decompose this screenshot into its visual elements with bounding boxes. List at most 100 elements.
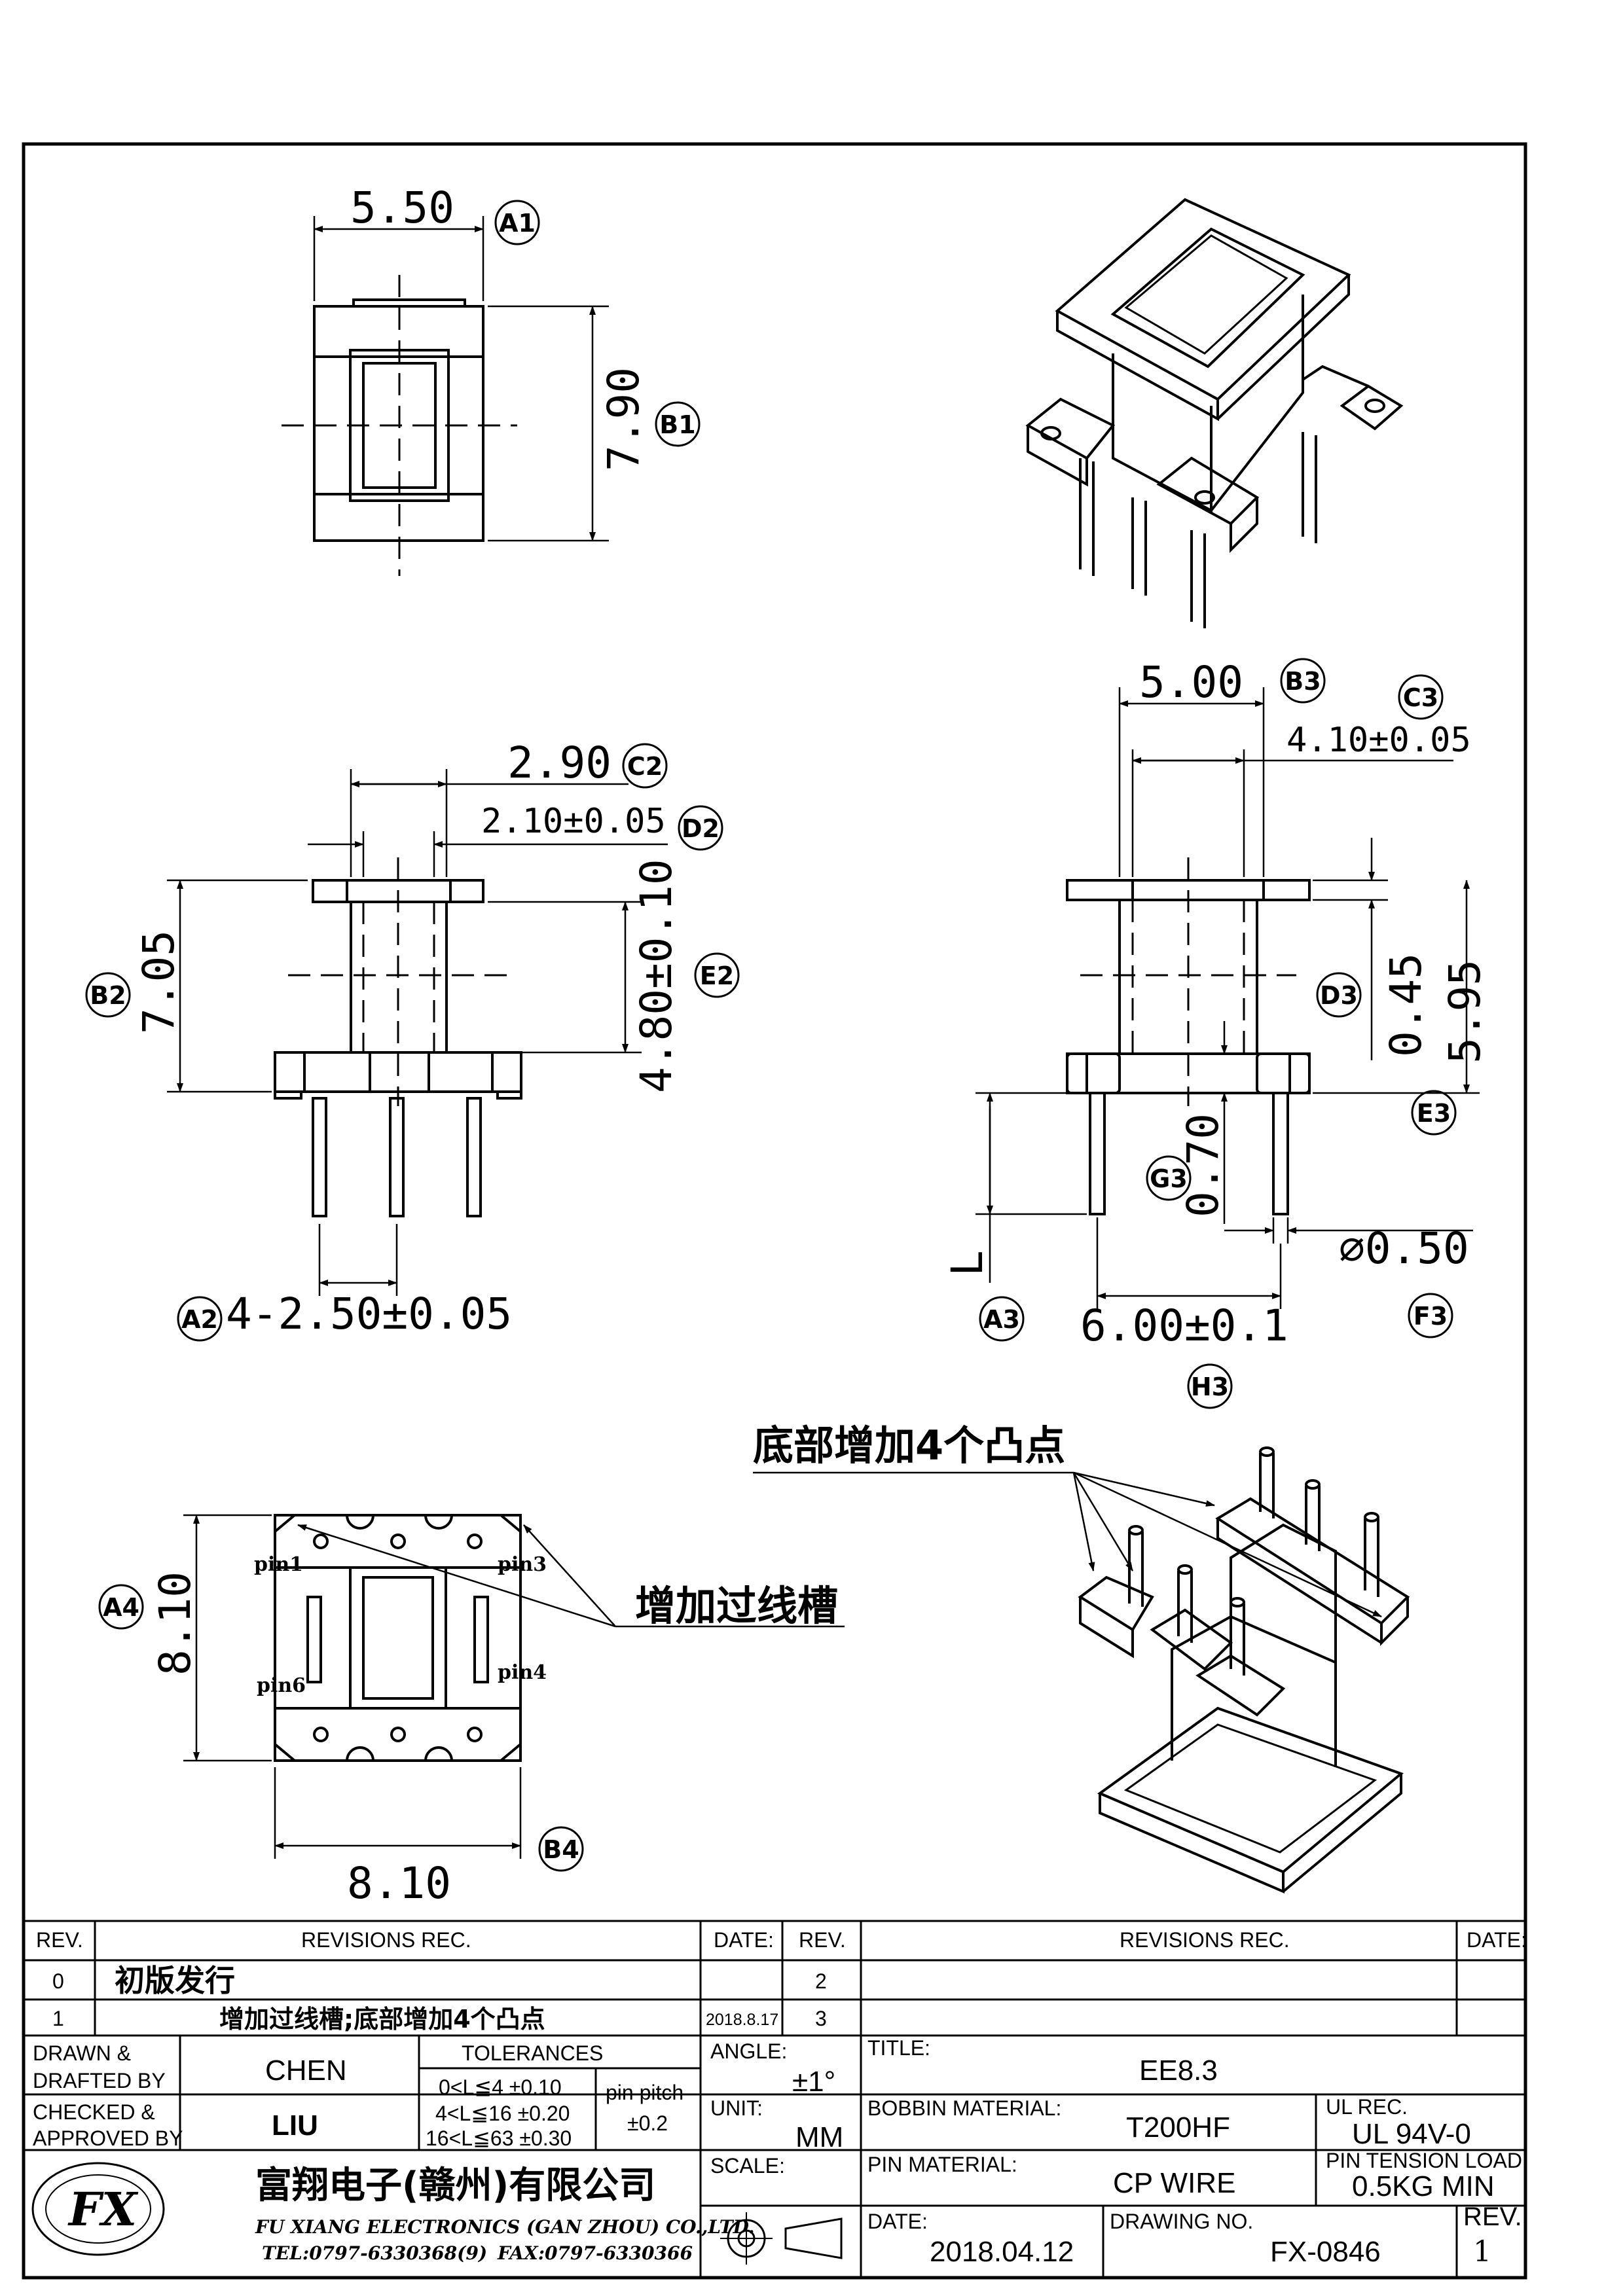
tb-drawn: CHEN <box>265 2054 347 2087</box>
tb-company-cn: 富翔电子(赣州)有限公司 <box>255 2164 655 2207</box>
tb-scale-label: SCALE: <box>710 2154 785 2178</box>
dim-right-g3: 0.70 <box>1178 1113 1228 1217</box>
tb-dwg: FX-0846 <box>1270 2236 1381 2268</box>
dim-bottom-width: 8.10 <box>347 1858 451 1909</box>
dim-top-height: 7.90 <box>598 367 649 471</box>
tb-tel: TEL:0797-6330368(9) <box>262 2242 487 2264</box>
tb-date: 2018.04.12 <box>930 2236 1074 2268</box>
tb-tol3: 16<L≦63 ±0.30 <box>426 2126 572 2150</box>
tb-drawn-label-2: DRAFTED BY <box>33 2069 166 2092</box>
tb-row1-rev: 1 <box>52 2007 64 2030</box>
bottom-view <box>183 1514 845 1859</box>
callout-g3: G3 <box>1150 1164 1188 1193</box>
tb-title-label: TITLE: <box>867 2036 930 2060</box>
tb-unit: MM <box>795 2121 843 2153</box>
tb-tension-label: PIN TENSION LOAD: <box>1326 2149 1528 2172</box>
tb-revisions-header: REVISIONS REC. <box>301 1928 471 1952</box>
dim-front-pitch: 4-2.50±0.05 <box>226 1289 512 1339</box>
dim-bottom-height: 8.10 <box>150 1571 200 1676</box>
tb-angle: ±1° <box>792 2066 835 2098</box>
dim-right-width: 5.00 <box>1139 657 1243 708</box>
tb-pin-pitch: pin pitch <box>606 2081 684 2104</box>
tb-row1-date: 2018.8.17 <box>706 2011 778 2029</box>
tb-fax: FAX:0797-6330366 <box>497 2242 693 2264</box>
callout-f3: F3 <box>1413 1302 1448 1331</box>
callout-c2: C2 <box>627 752 663 781</box>
tb-tolerances: TOLERANCES <box>462 2041 603 2065</box>
dim-right-pin-dia: ⌀0.50 <box>1339 1223 1469 1274</box>
tb-ul: UL 94V-0 <box>1352 2118 1471 2150</box>
tb-pinmat-label: PIN MATERIAL: <box>867 2153 1017 2176</box>
callout-a3: A3 <box>983 1305 1020 1334</box>
callout-d3: D3 <box>1320 981 1358 1010</box>
dim-front-width: 2.90 <box>507 738 611 788</box>
callout-a4: A4 <box>103 1593 139 1622</box>
callout-b1: B1 <box>659 410 695 439</box>
callout-b4: B4 <box>543 1835 579 1864</box>
tb-row0-rev: 0 <box>52 1969 64 1993</box>
callout-a2: A2 <box>181 1305 218 1334</box>
tb-pinmat: CP WIRE <box>1113 2167 1235 2199</box>
tb-row1-text: 增加过线槽;底部增加4个凸点 <box>219 2005 545 2034</box>
tb-bobbin-label: BOBBIN MATERIAL: <box>867 2096 1061 2120</box>
tb-unit-label: UNIT: <box>710 2096 763 2120</box>
dim-right-height: 5.95 <box>1440 960 1490 1064</box>
sheet-border <box>22 142 1527 2280</box>
tb-checked-label-2: APPROVED BY <box>33 2126 183 2150</box>
company-logo: FX <box>67 2182 139 2236</box>
top-view <box>282 216 609 576</box>
dim-right-l: L <box>942 1250 993 1276</box>
tb-tension: 0.5KG MIN <box>1352 2170 1495 2202</box>
tb-row0-text: 初版发行 <box>115 1963 235 1998</box>
tb-date-header: DATE: <box>714 1928 774 1952</box>
dim-front-inner: 2.10±0.05 <box>481 802 666 841</box>
note-bumps: 底部增加4个凸点 <box>753 1422 1065 1469</box>
side-view <box>976 687 1480 1309</box>
tb-tol1: 0<L≦4 ±0.10 <box>439 2075 562 2099</box>
tb-ul-label: UL REC. <box>1326 2095 1408 2119</box>
tb-row1-rev2: 3 <box>815 2007 827 2030</box>
label-pin6: pin6 <box>257 1674 306 1697</box>
callout-b2: B2 <box>90 981 126 1010</box>
tb-pin-pitch-tol: ±0.2 <box>627 2111 668 2135</box>
label-pin1: pin1 <box>254 1553 303 1576</box>
dim-front-window: 4.80±0.10 <box>631 859 682 1093</box>
tb-checked-label-1: CHECKED & <box>33 2100 155 2124</box>
callout-e2: E2 <box>700 961 734 990</box>
callout-b3: B3 <box>1285 667 1321 696</box>
tb-rev: 1 <box>1473 2235 1491 2269</box>
tb-revisions-header-2: REVISIONS REC. <box>1120 1928 1290 1952</box>
tb-rev-header-2: REV. <box>799 1928 846 1952</box>
dim-right-pin-span: 6.00±0.1 <box>1080 1300 1288 1351</box>
tb-bobbin: T200HF <box>1126 2111 1230 2144</box>
tb-row0-rev2: 2 <box>815 1969 827 1993</box>
label-pin4: pin4 <box>498 1661 547 1684</box>
iso-view-bottom <box>753 1446 1410 1894</box>
title-block <box>24 1920 1525 2278</box>
callout-a1: A1 <box>499 209 536 238</box>
callout-h3: H3 <box>1191 1372 1229 1401</box>
tb-dwg-label: DRAWING NO. <box>1110 2210 1253 2233</box>
tb-title: EE8.3 <box>1139 2054 1218 2087</box>
tb-drawn-label-1: DRAWN & <box>33 2041 131 2065</box>
callout-circles <box>85 200 1457 1872</box>
dim-right-inner: 4.10±0.05 <box>1286 721 1471 760</box>
tb-checked: LIU <box>272 2109 318 2142</box>
tb-tol2: 4<L≦16 ±0.20 <box>435 2102 570 2125</box>
dim-top-width: 5.50 <box>350 183 454 233</box>
dim-front-height: 7.05 <box>134 930 184 1034</box>
tb-rev-label: REV. <box>1463 2202 1522 2231</box>
dim-right-gap: 0.45 <box>1381 953 1431 1057</box>
callout-c3: C3 <box>1403 683 1438 712</box>
tb-company-en: FU XIANG ELECTRONICS (GAN ZHOU) CO.,LTD. <box>255 2216 755 2238</box>
iso-view-top <box>1025 198 1404 628</box>
front-view <box>167 769 668 1296</box>
callout-e3: E3 <box>1417 1099 1451 1128</box>
label-pin3: pin3 <box>498 1553 547 1576</box>
tb-date-label: DATE: <box>867 2210 928 2233</box>
tb-date-header-2: DATE: <box>1467 1928 1527 1952</box>
callout-d2: D2 <box>682 814 720 843</box>
tb-angle-label: ANGLE: <box>710 2039 787 2063</box>
note-groove: 增加过线槽 <box>635 1582 838 1630</box>
